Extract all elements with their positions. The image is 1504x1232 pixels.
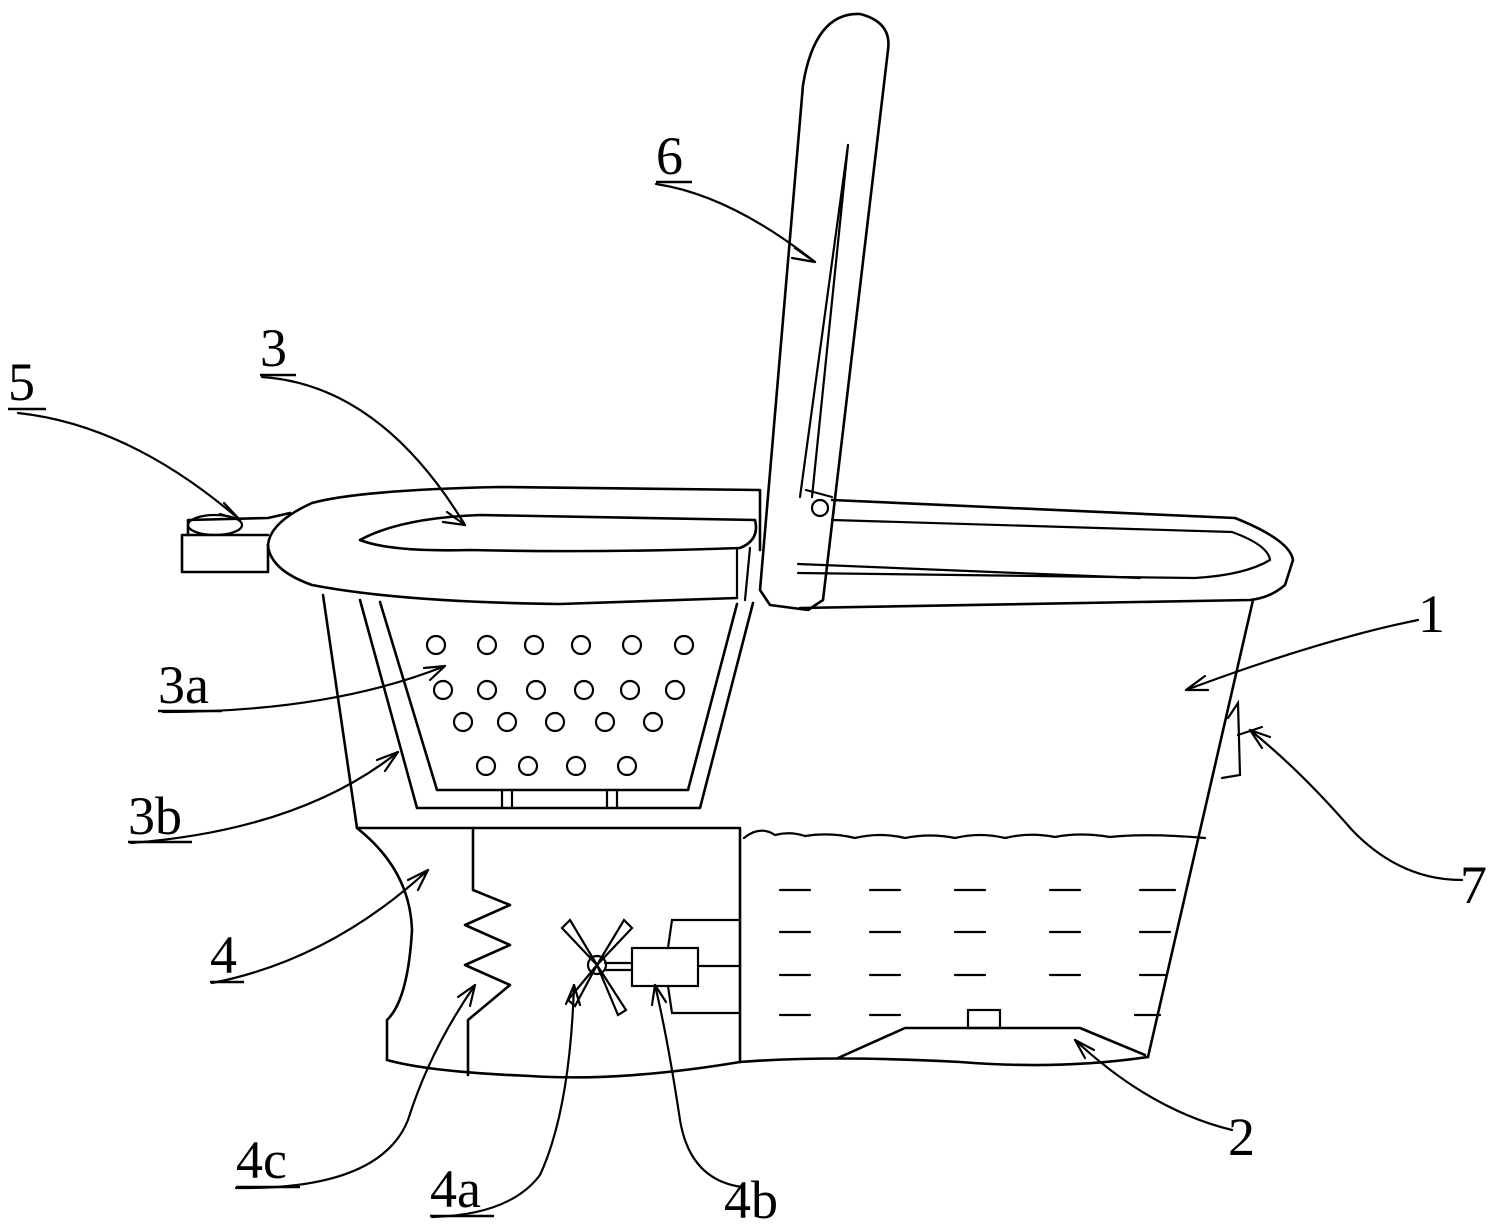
label-4b: 4b xyxy=(724,1170,778,1230)
water-tank xyxy=(744,831,1205,1058)
lid-rim xyxy=(182,487,760,604)
label-2: 2 xyxy=(1228,1107,1255,1167)
label-5: 5 xyxy=(8,352,35,412)
drive-compartment xyxy=(357,828,740,1075)
label-4: 4 xyxy=(210,925,237,985)
label-6: 6 xyxy=(656,126,683,186)
label-3a: 3a xyxy=(158,655,209,715)
label-3b: 3b xyxy=(128,786,182,846)
label-4c: 4c xyxy=(236,1130,287,1190)
label-1: 1 xyxy=(1418,584,1445,644)
labels: 5 3 6 1 3a 3b 4 7 2 4c 4a 4b xyxy=(8,126,1487,1230)
label-4a: 4a xyxy=(430,1159,481,1219)
spin-basket xyxy=(360,515,756,808)
label-7: 7 xyxy=(1460,855,1487,915)
label-3: 3 xyxy=(260,318,287,378)
